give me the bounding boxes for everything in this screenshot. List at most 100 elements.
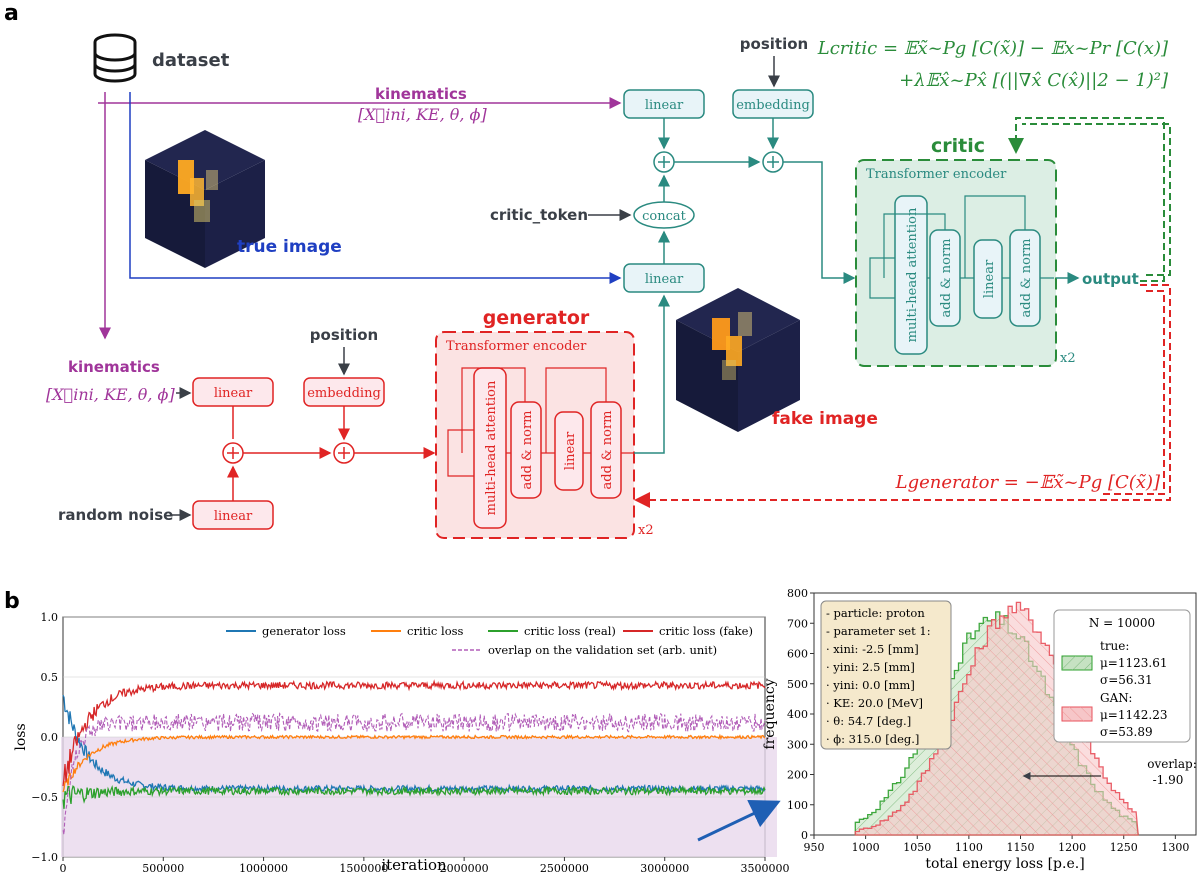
param-line: · KE: 20.0 [MeV]	[826, 696, 923, 710]
loss-xtick-label: 2500000	[540, 862, 589, 875]
plus-icon	[338, 447, 350, 459]
hist-ytick-label: 700	[787, 617, 808, 630]
hist-ytick-label: 800	[787, 587, 808, 600]
gen-linear-block-label: linear	[563, 431, 578, 470]
hist-legend-swatch-gan-hatch	[1062, 707, 1092, 721]
loss-legend-label: critic loss (real)	[524, 624, 616, 638]
critic-loss-line2: +λ𝔼x̂~Px̂ [(||∇x̂ C(x̂)||2 − 1)²]	[899, 70, 1169, 91]
loss-series-line	[62, 712, 766, 835]
param-line: · yini: 2.5 [mm]	[826, 660, 915, 674]
hist-xtick-label: 1200	[1058, 841, 1086, 854]
loss-legend-label: critic loss (fake)	[659, 624, 753, 638]
concat-label: concat	[642, 209, 687, 224]
hist-ylabel: frequency	[762, 678, 778, 749]
loss-xtick-label: 0	[60, 862, 67, 875]
hist-xtick-label: 1100	[955, 841, 983, 854]
loss-xtick-label: 1000000	[239, 862, 288, 875]
critic-linear-block-label: linear	[982, 259, 997, 298]
loss-ytick-label: −0.5	[31, 791, 58, 804]
param-line: · θ: 54.7 [deg.]	[826, 714, 911, 728]
arrow-line	[1022, 123, 1171, 276]
arrow-line	[634, 284, 1171, 508]
loss-legend-label: overlap on the validation set (arb. unit…	[488, 643, 717, 657]
plus-icon	[658, 156, 670, 168]
true-image-label: true image	[237, 237, 342, 257]
gen-linear-block	[554, 411, 584, 491]
hist-legend-gan-sigma: σ=53.89	[1100, 725, 1153, 739]
critic-title: critic	[931, 135, 985, 157]
loss-xtick-label: 2000000	[440, 862, 489, 875]
dataset-label: dataset	[152, 50, 230, 71]
generator-loss: Lgenerator = −𝔼x̃~Pg [C(x̃)]	[895, 472, 1161, 493]
gen-embedding-label: embedding	[307, 386, 381, 401]
critic-addnorm-1-label: add & norm	[939, 239, 954, 318]
fake-image-label: fake image	[772, 409, 878, 429]
arrow-line	[927, 195, 1054, 279]
fake-image-cube	[676, 288, 800, 432]
loss-series-line	[62, 733, 766, 793]
hist-ytick-label: 200	[787, 769, 808, 782]
param-line: · yini: 0.0 [mm]	[826, 678, 915, 692]
param-line: · xini: -2.5 [mm]	[826, 642, 919, 656]
hist-xtick-label: 1250	[1110, 841, 1138, 854]
loss-ytick-label: 1.0	[41, 611, 59, 624]
kinematics-left-label: kinematics	[68, 358, 160, 376]
hist-legend-true-mu: μ=1123.61	[1100, 656, 1167, 670]
position-top-label: position	[740, 35, 808, 53]
generator-title: generator	[483, 307, 590, 329]
param-line: - parameter set 1:	[826, 624, 931, 638]
critic-linear-image-label: linear	[645, 272, 684, 287]
true-image-line	[129, 92, 622, 284]
hist-legend-gan-mu: μ=1142.23	[1100, 708, 1167, 722]
hist-ytick-label: 0	[801, 829, 808, 842]
critic-token-label: critic_token	[490, 206, 588, 224]
critic-loss-line1: Lcritic = 𝔼x̃~Pg [C(x̃)] − 𝔼x~Pr [C(x)]	[817, 38, 1169, 59]
kinematics-top-label: kinematics	[375, 85, 467, 103]
arrow-line	[1100, 290, 1165, 495]
loss-ytick-label: 0.5	[41, 671, 59, 684]
arrow-line	[869, 213, 946, 299]
hist-xtick-label: 1300	[1161, 841, 1189, 854]
arrow-line	[447, 367, 526, 477]
output-label: output	[1082, 270, 1139, 288]
generator-encoder-label: Transformer encoder	[446, 339, 587, 354]
param-box	[820, 600, 952, 750]
critic-linear-kin-label: linear	[645, 98, 684, 113]
loss-ytick-label: 0.0	[41, 731, 59, 744]
gen-linear-kin-label: linear	[214, 386, 253, 401]
database-icon	[93, 33, 137, 83]
hist-legend-true-sigma: σ=56.31	[1100, 673, 1153, 687]
overlap-value: -1.90	[1153, 773, 1184, 787]
gen-repeat-label: x2	[638, 523, 654, 538]
hist-ytick-label: 300	[787, 738, 808, 751]
loss-series-line	[62, 694, 766, 795]
gen-addnorm-1	[510, 401, 542, 499]
zoom-arrow	[697, 800, 781, 842]
hist-legend-true-label: true:	[1100, 639, 1129, 653]
kinematics-top-formula: [X⃗ini, KE, θ, ϕ]	[358, 105, 487, 124]
critic-linear-block	[973, 239, 1003, 319]
true-image-cube	[145, 130, 265, 268]
overlap-label: overlap:	[1147, 757, 1197, 771]
panel-b-label: b	[4, 589, 20, 614]
loss-legend-label: generator loss	[262, 624, 346, 638]
hist-legend-gan-label: GAN:	[1100, 691, 1132, 705]
panel-a-label: a	[4, 1, 19, 26]
kinematics-left-formula: [X⃗ini, KE, θ, ϕ]	[46, 385, 175, 404]
arrow-line	[1008, 117, 1165, 282]
loss-xlabel: iteration	[381, 856, 447, 874]
loss-ytick-label: −1.0	[31, 851, 58, 864]
arrow-line	[783, 161, 856, 284]
loss-legend-label: critic loss	[407, 624, 464, 638]
loss-ylabel: loss	[13, 723, 29, 750]
random-noise-label: random noise	[58, 506, 173, 524]
hist-ytick-label: 600	[787, 648, 808, 661]
critic-mha-label: multi-head attention	[905, 207, 920, 342]
loss-xtick-label: 1500000	[339, 862, 388, 875]
critic-repeat-label: x2	[1060, 351, 1076, 366]
loss-series-line	[62, 679, 766, 787]
hist-ytick-label: 400	[787, 708, 808, 721]
